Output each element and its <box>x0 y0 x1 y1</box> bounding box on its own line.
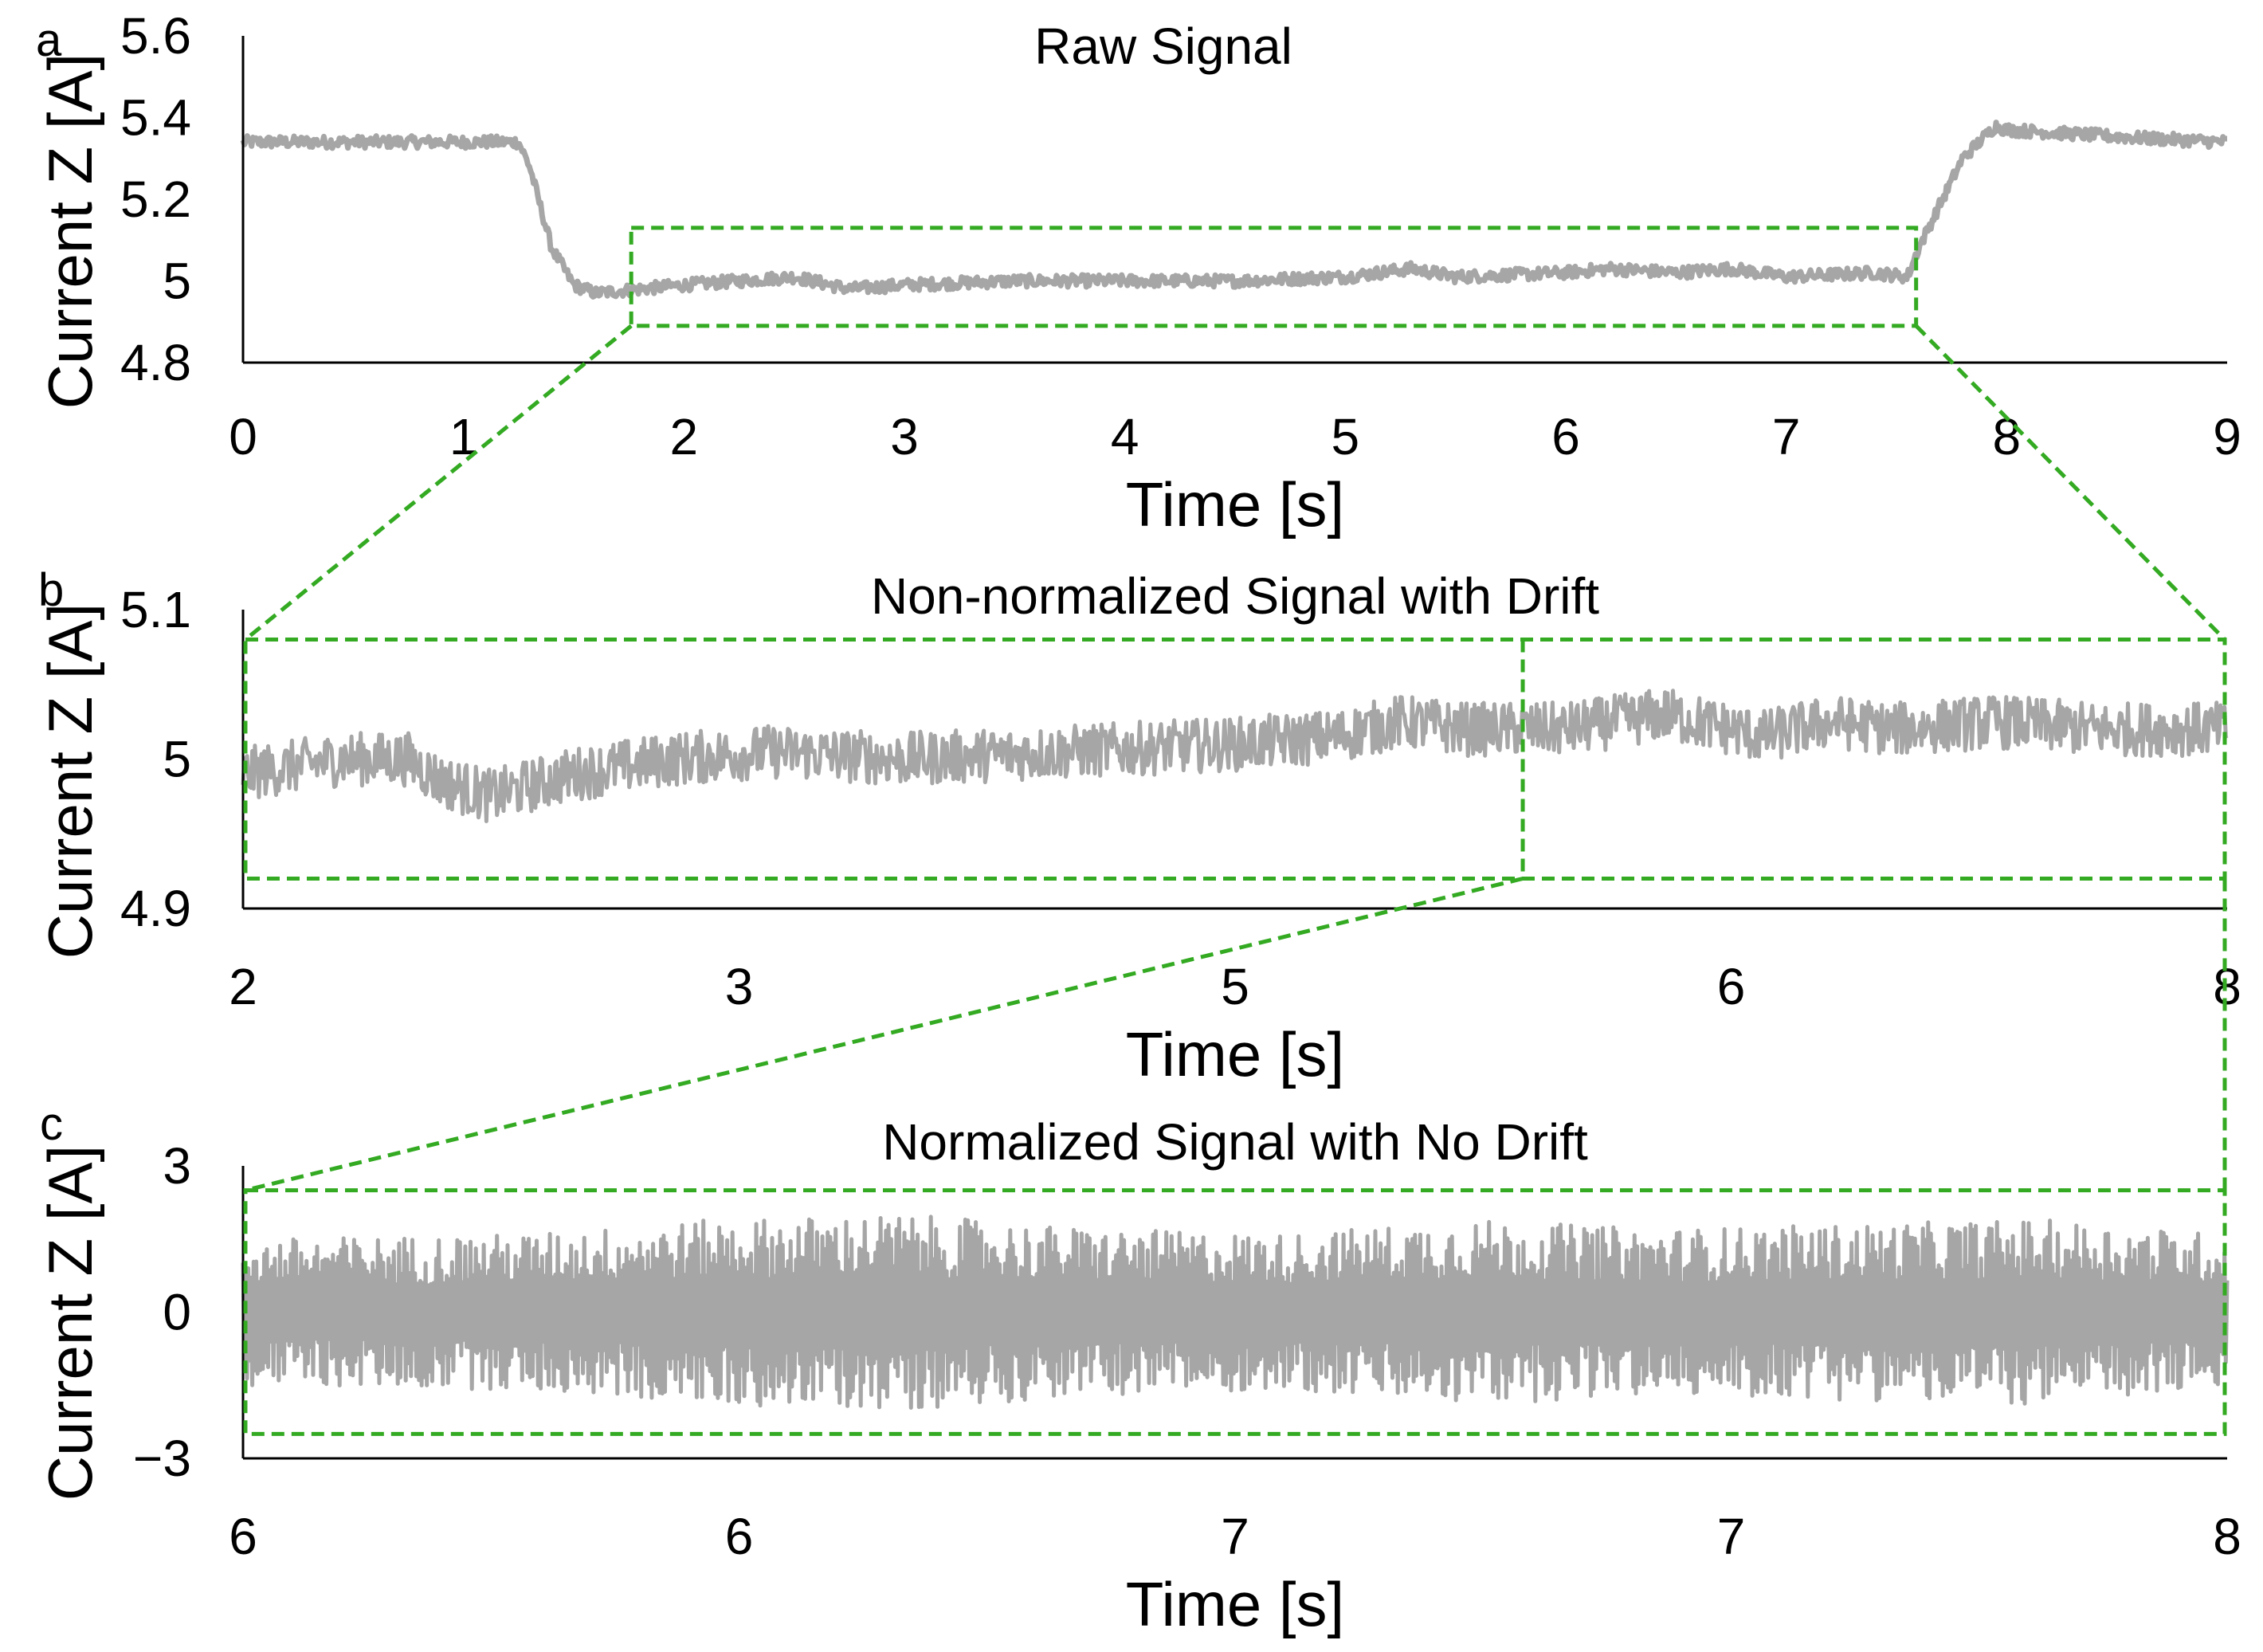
zoom-connector-line <box>1914 324 2226 642</box>
y-tick-label: 5.2 <box>120 171 191 228</box>
x-tick-label: 6 <box>725 1508 754 1565</box>
panel-letter: c <box>40 1098 63 1150</box>
x-tick-label: 3 <box>890 408 919 465</box>
y-tick-label: 5.4 <box>120 89 191 147</box>
y-tick-label: 0 <box>163 1284 191 1341</box>
zoom-connector-line <box>244 324 633 642</box>
x-axis-label: Time [s] <box>1126 1569 1344 1639</box>
x-axis-label: Time [s] <box>1126 1019 1344 1089</box>
y-tick-label: 5.1 <box>120 581 191 638</box>
zoom-highlight-box <box>243 638 2227 881</box>
y-tick-label: 5 <box>163 253 191 310</box>
x-tick-label: 3 <box>725 958 754 1015</box>
x-tick-label: 5 <box>1332 408 1360 465</box>
y-tick-label: 5 <box>163 731 191 788</box>
x-tick-label: 1 <box>449 408 478 465</box>
x-tick-label: 7 <box>1221 1508 1249 1565</box>
y-axis-label: Current Z [A] <box>35 1145 105 1501</box>
x-tick-label: 5 <box>1221 958 1249 1015</box>
x-tick-label: 0 <box>229 408 257 465</box>
y-tick-label: −3 <box>133 1430 191 1487</box>
series-line <box>241 1214 2230 1410</box>
zoom-connectors <box>244 324 2227 1193</box>
series-line <box>241 689 2229 823</box>
x-tick-label: 6 <box>1551 408 1580 465</box>
zoom-highlight-box <box>629 226 1919 328</box>
chart-panel-c: 6 6 7 7 8 −3 0 3 Normalized Signal with No Drift… <box>35 1098 2241 1639</box>
y-tick-label: 4.8 <box>120 334 191 391</box>
y-axis-label: Current Z [A] <box>35 53 105 409</box>
x-axis-label: Time [s] <box>1126 469 1344 540</box>
y-tick-label: 3 <box>163 1137 191 1195</box>
x-tick-label: 6 <box>229 1508 257 1565</box>
panel-letter: b <box>38 564 64 616</box>
y-tick-label: 5.6 <box>120 7 191 65</box>
zoom-connector-line <box>245 877 1524 1193</box>
chart-panel-b: 2 3 5 6 8 4.9 5 5.1 Non-normalized Signal with D… <box>35 564 2241 1089</box>
x-tick-label: 9 <box>2213 408 2241 465</box>
x-tick-label: 8 <box>2213 1508 2241 1565</box>
x-tick-label: 7 <box>1717 1508 1746 1565</box>
x-tick-label: 2 <box>229 958 257 1015</box>
zoom-highlight-box <box>243 1188 2227 1436</box>
chart-title: Normalized Signal with No Drift <box>882 1113 1588 1171</box>
series-line <box>240 120 2229 300</box>
x-tick-label: 2 <box>670 408 699 465</box>
y-tick-label: 4.9 <box>120 880 191 937</box>
chart-title: Non-normalized Signal with Drift <box>871 567 1599 625</box>
panel-letter: a <box>36 14 62 66</box>
x-tick-label: 8 <box>2213 958 2241 1015</box>
chart-title: Raw Signal <box>1034 18 1292 75</box>
x-tick-label: 4 <box>1111 408 1139 465</box>
x-tick-label: 6 <box>1717 958 1746 1015</box>
x-tick-label: 7 <box>1772 408 1801 465</box>
y-axis-label: Current Z [A] <box>35 603 105 959</box>
